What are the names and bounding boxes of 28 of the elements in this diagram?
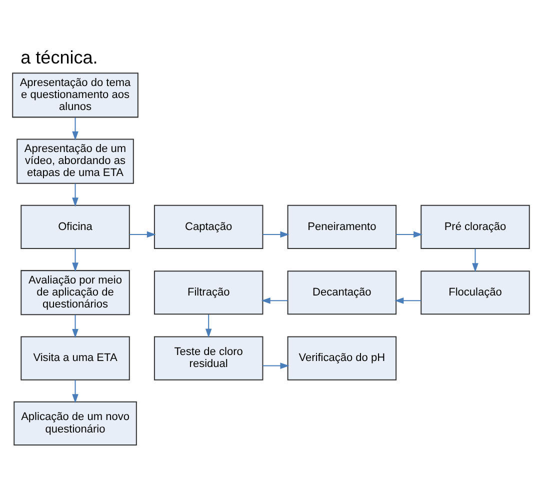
node-box: Floculação	[420, 270, 530, 315]
arrow	[472, 248, 478, 272]
node-box: Captação	[154, 204, 264, 249]
node-box: Visita a uma ETA	[20, 336, 130, 380]
node-box: Apresentação do tema e questionamento aos alunos	[12, 72, 138, 118]
arrow	[262, 362, 290, 369]
arrow	[394, 297, 422, 304]
arrow	[262, 231, 290, 238]
node-box: Aplicação de um novo questionário	[14, 401, 137, 446]
node-box: Verificação do pH	[287, 336, 397, 380]
arrow	[205, 314, 212, 338]
node-box: Filtração	[154, 270, 264, 315]
diagram-title: a técnica.	[20, 47, 98, 68]
node-box: Teste de cloro residual	[154, 336, 264, 380]
arrow	[396, 231, 423, 238]
node-box: Pré cloração	[420, 204, 530, 249]
arrow	[72, 379, 78, 404]
arrow	[72, 183, 78, 207]
arrow	[261, 297, 288, 304]
node-box: Oficina	[20, 204, 130, 249]
arrow	[72, 314, 78, 338]
arrow	[129, 231, 156, 238]
node-box: Avaliação por meio de aplicação de questionários	[20, 270, 130, 316]
node-box: Decantação	[287, 270, 397, 315]
arrow	[72, 117, 78, 140]
node-box: Peneiramento	[287, 204, 397, 249]
node-box: Apresentação de um vídeo, abordando as etapas de uma ETA	[16, 138, 134, 184]
arrow	[72, 248, 78, 272]
